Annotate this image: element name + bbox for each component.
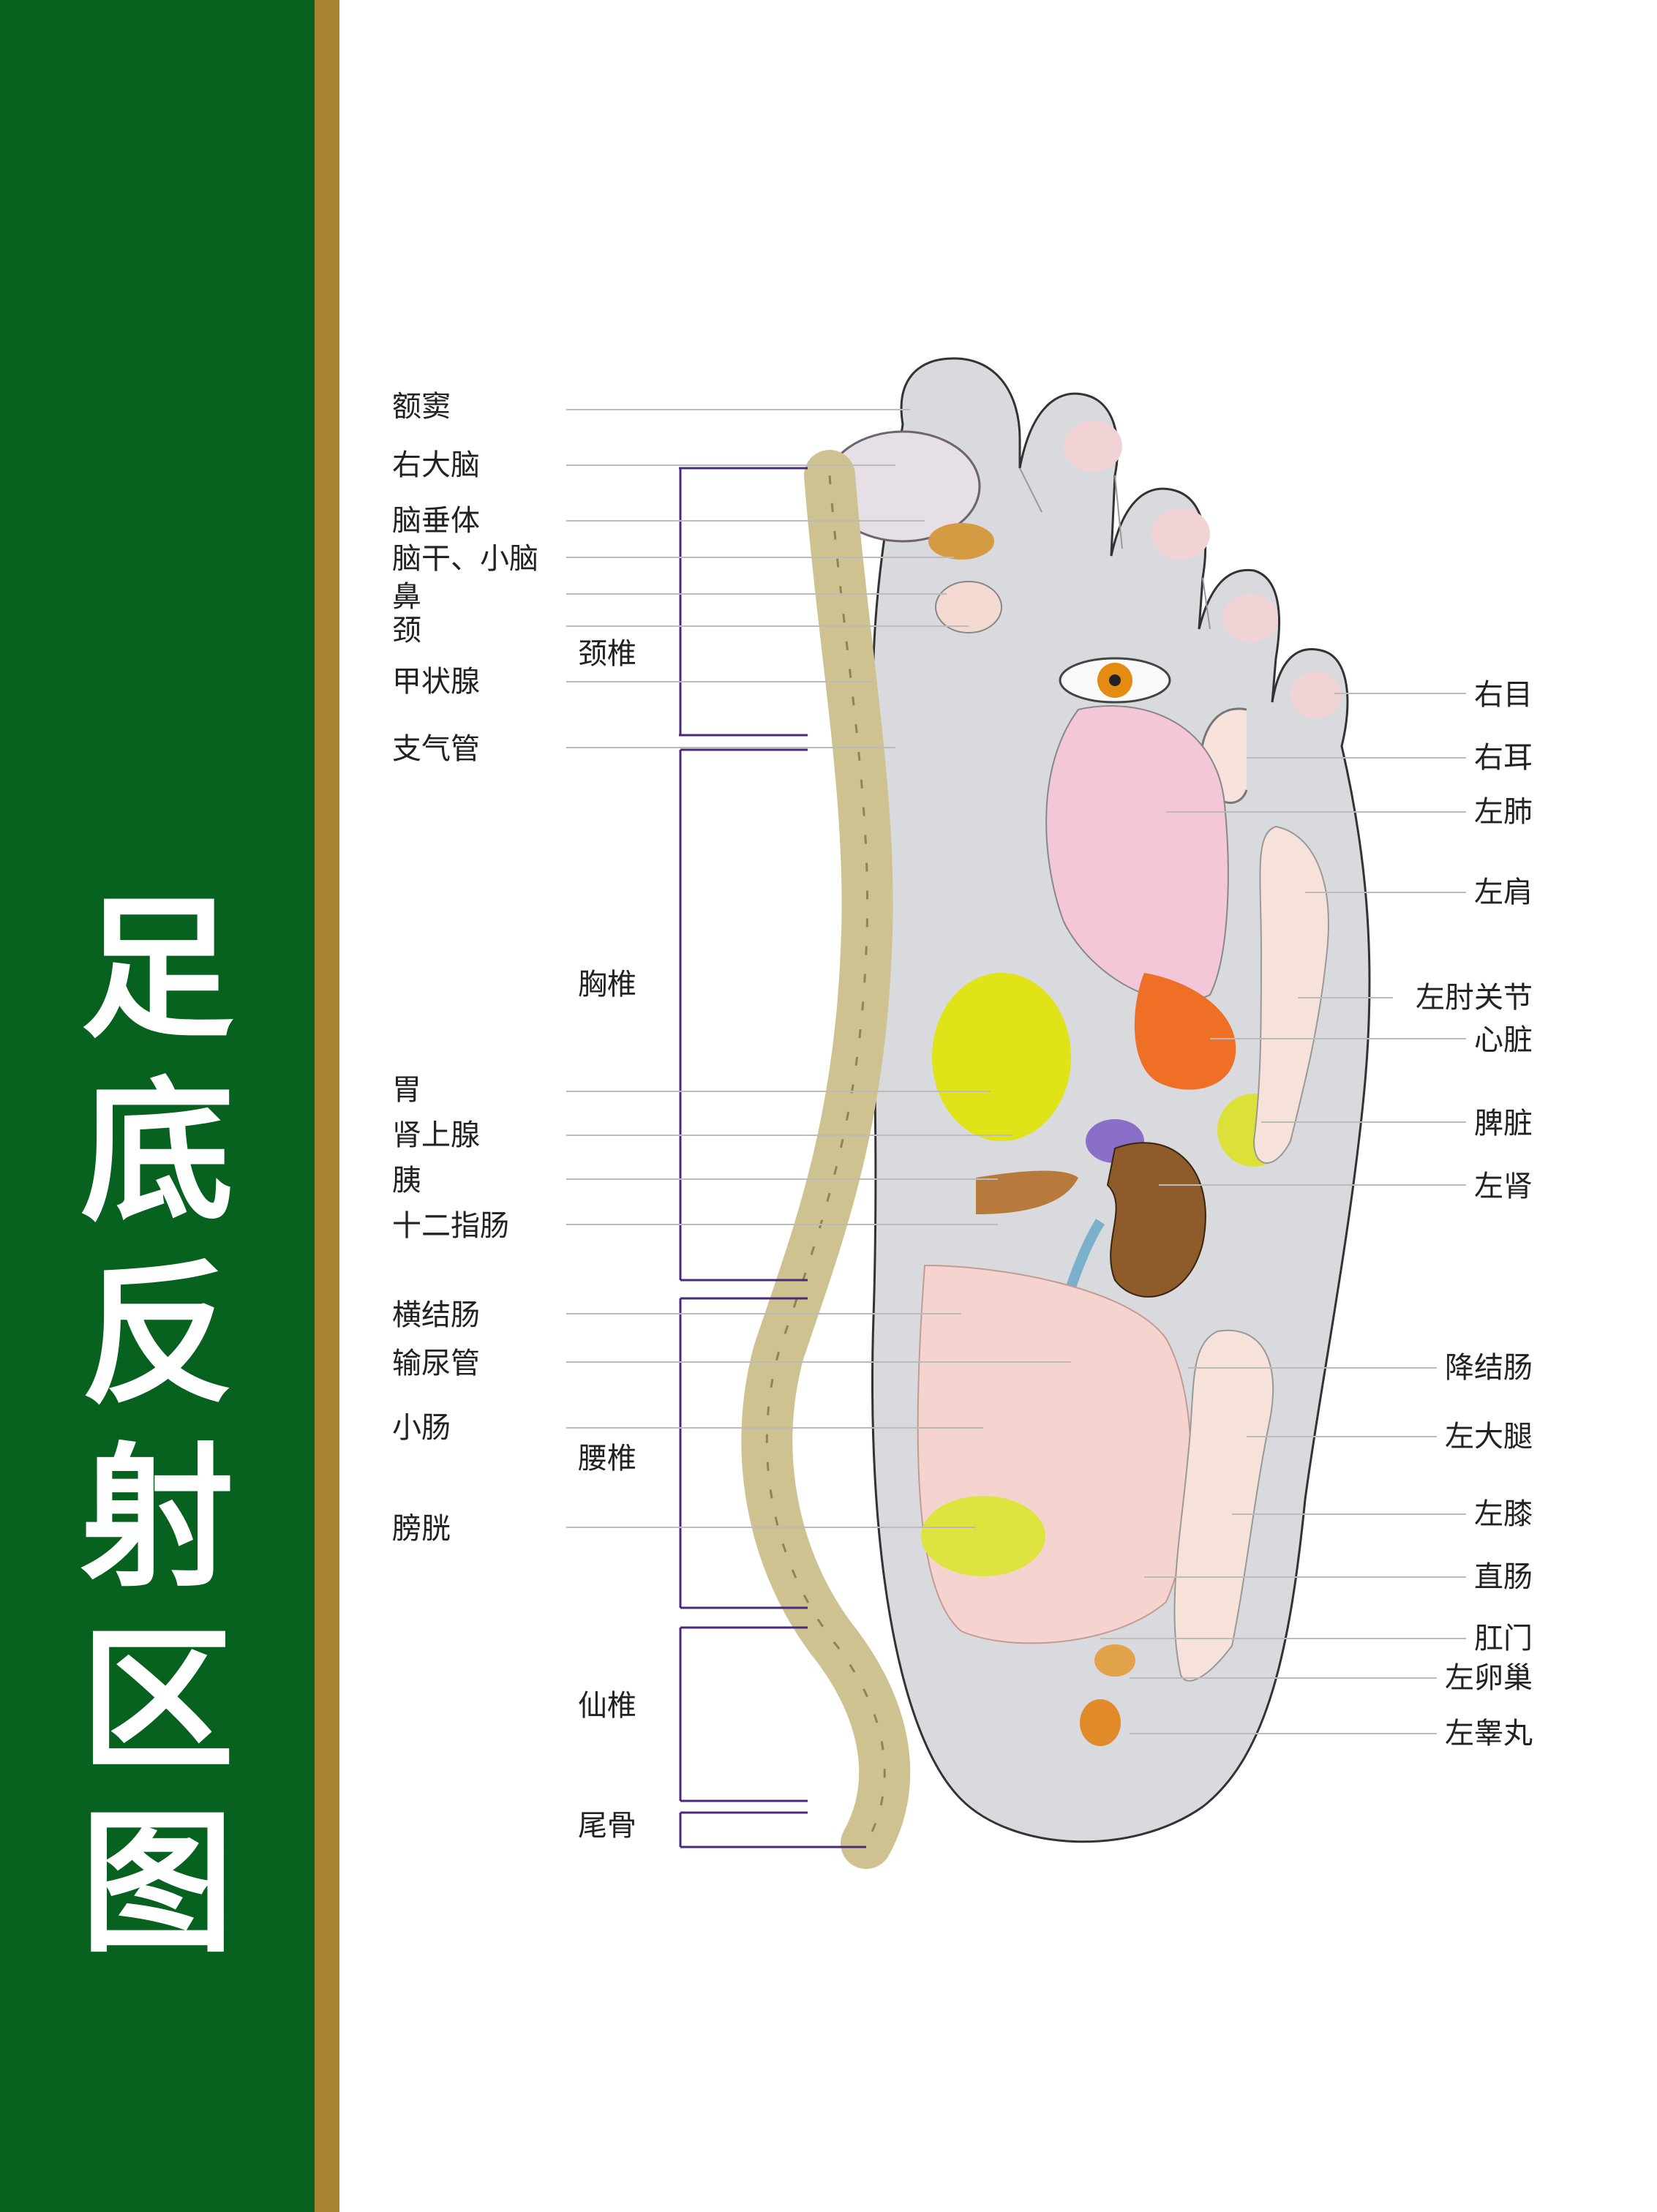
left-leader-lines (566, 409, 1071, 1528)
title-char-6: 图 (80, 1793, 234, 1974)
label-small-intestine: 小肠 (392, 1411, 451, 1445)
label-thoracic: 胸椎 (578, 968, 636, 1001)
label-rectum: 直肠 (1474, 1560, 1533, 1594)
label-ureter: 输尿管 (392, 1347, 480, 1380)
label-nose: 鼻 (392, 580, 421, 614)
label-duodenum: 十二指肠 (392, 1209, 509, 1243)
label-adrenal: 肾上腺 (392, 1118, 480, 1152)
leg-figure (1173, 1329, 1274, 1682)
gold-stripe (315, 0, 339, 2212)
toe-face-1 (1064, 421, 1122, 472)
right-leader-lines (1100, 693, 1466, 1734)
bladder-organ (921, 1496, 1045, 1576)
bracket-thoracic (679, 748, 808, 1282)
label-left-thigh: 左大腿 (1445, 1420, 1533, 1453)
foot-diagram (566, 357, 1466, 1869)
kidney-organ (1106, 1142, 1206, 1298)
face-organ (935, 581, 1002, 633)
cerebellum-organ (928, 523, 994, 560)
pancreas-organ (976, 1170, 1078, 1214)
sidebar-panel (0, 0, 315, 2212)
diagram-area: 额窦 右大脑 脑垂体 脑干、小脑 鼻 颈 甲状腺 支气管 胃 肾上腺 胰 十二指… (339, 0, 1657, 2212)
toe-face-4 (1290, 672, 1342, 718)
label-left-knee: 左膝 (1474, 1497, 1533, 1531)
page-title: 足 底 反 射 区 图 (0, 878, 315, 1975)
label-pituitary: 脑垂体 (392, 504, 480, 538)
label-stomach: 胃 (392, 1073, 421, 1107)
bracket-cervical (679, 467, 808, 737)
label-lumbar: 腰椎 (578, 1442, 636, 1475)
title-char-5: 区 (80, 1610, 234, 1791)
intestine-organ (917, 1264, 1192, 1644)
bracket-coccyx (679, 1811, 866, 1848)
ovary-organ (1094, 1644, 1135, 1677)
label-sacral: 仙椎 (578, 1689, 636, 1723)
label-brainstem-cerebellum: 脑干、小脑 (392, 542, 538, 576)
label-left-elbow: 左肘关节 (1416, 981, 1533, 1015)
stomach-organ (932, 973, 1071, 1141)
label-neck: 颈 (392, 614, 421, 647)
label-right-brain: 右大脑 (392, 448, 480, 482)
label-left-lung: 左肺 (1474, 795, 1533, 829)
lung-organ (1045, 705, 1229, 1002)
title-char-3: 反 (80, 1244, 234, 1425)
toe-face-2 (1151, 508, 1210, 560)
toe-line (1019, 467, 1211, 630)
bracket-sacral (679, 1626, 808, 1802)
spine-column (741, 450, 911, 1869)
label-heart: 心脏 (1474, 1023, 1533, 1057)
label-left-ovary: 左卵巢 (1445, 1661, 1533, 1695)
label-left-kidney: 左肾 (1474, 1170, 1533, 1203)
toe-face-3 (1222, 594, 1278, 642)
label-pancreas: 胰 (392, 1164, 421, 1197)
testis-organ (1080, 1699, 1121, 1746)
label-bladder: 膀胱 (392, 1512, 451, 1546)
label-transverse-colon: 横结肠 (392, 1298, 480, 1332)
label-thyroid: 甲状腺 (392, 665, 480, 699)
label-frontal-sinus: 额窦 (392, 390, 451, 424)
title-char-4: 射 (80, 1427, 234, 1608)
label-right-eye: 右目 (1474, 678, 1533, 712)
label-left-testis: 左睾丸 (1445, 1717, 1533, 1750)
heart-organ (1134, 973, 1236, 1090)
label-left-shoulder: 左肩 (1474, 876, 1533, 909)
label-anus: 肛门 (1474, 1622, 1533, 1655)
label-right-ear: 右耳 (1474, 741, 1533, 775)
bracket-lumbar (679, 1297, 808, 1609)
label-cervical: 颈椎 (578, 637, 636, 671)
label-descending-colon: 降结肠 (1445, 1351, 1533, 1385)
label-coccyx: 尾骨 (578, 1809, 636, 1843)
title-char-2: 底 (80, 1061, 234, 1242)
title-char-1: 足 (80, 879, 234, 1059)
pupil (1109, 674, 1121, 686)
arm-figure (1252, 825, 1329, 1164)
label-spleen: 脾脏 (1474, 1107, 1533, 1140)
label-bronchi: 支气管 (392, 732, 480, 766)
